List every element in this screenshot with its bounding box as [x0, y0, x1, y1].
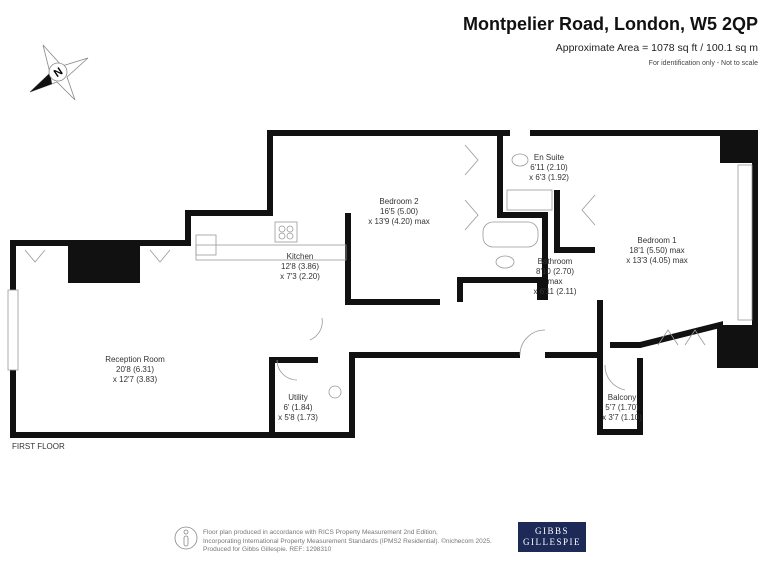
room-utility: Utility 6' (1.84) x 5'8 (1.73): [278, 393, 318, 423]
boiler-icon: [328, 385, 342, 399]
room-name: Bedroom 2: [379, 197, 419, 206]
room-name: Bathroom: [537, 257, 573, 266]
room-dimension: x 7'3 (2.20): [280, 272, 320, 281]
room-name: Kitchen: [286, 252, 314, 261]
room-name: Reception Room: [105, 355, 165, 364]
room-name: Balcony: [607, 393, 637, 402]
window: [737, 164, 753, 321]
room-dimension: 8'10 (2.70): [536, 267, 574, 276]
room-reception: Reception Room 20'8 (6.31) x 12'7 (3.83): [105, 355, 165, 385]
gibbs-gillespie-logo: GIBBS GILLESPIE: [518, 522, 586, 552]
footer-disclaimer: Floor plan produced in accordance with R…: [203, 529, 492, 555]
compass-icon: N: [29, 44, 89, 101]
logo-text: GIBBS: [534, 526, 569, 536]
room-dimension: max: [547, 277, 563, 286]
room-name: En Suite: [533, 153, 565, 162]
room-bedroom-1: Bedroom 1 18'1 (5.50) max x 13'3 (4.05) …: [626, 236, 688, 266]
room-dimension: x 12'7 (3.83): [112, 375, 158, 384]
room-dimension: x 6'11 (2.11): [533, 287, 577, 296]
room-bedroom-2: Bedroom 2 16'5 (5.00) x 13'9 (4.20) max: [368, 197, 430, 227]
logo-text: GILLESPIE: [523, 537, 581, 547]
room-dimension: x 6'3 (1.92): [529, 173, 569, 182]
room-dimension: 12'8 (3.86): [281, 262, 319, 271]
sink-icon: [195, 234, 217, 256]
scale-note: For identification only - Not to scale: [648, 60, 758, 67]
floor-label: FIRST FLOOR: [12, 442, 65, 451]
room-dimension: x 5'8 (1.73): [278, 413, 318, 422]
property-title: Montpelier Road, London, W5 2QP: [463, 14, 758, 34]
footer-line: Produced for Gibbs Gillespie. REF: 12983…: [203, 546, 332, 553]
room-dimension: x 13'9 (4.20) max: [368, 217, 430, 226]
room-dimension: x 13'3 (4.05) max: [626, 256, 688, 265]
room-dimension: x 3'7 (1.10): [602, 413, 642, 422]
room-dimension: 20'8 (6.31): [116, 365, 154, 374]
shower-icon: [506, 189, 553, 211]
window: [7, 289, 19, 371]
footer-line: Incorporating International Property Mea…: [203, 537, 492, 545]
room-dimension: 16'5 (5.00): [380, 207, 418, 216]
room-name: Utility: [288, 393, 308, 402]
room-dimension: 6'11 (2.10): [530, 163, 568, 172]
toilet-icon: [495, 255, 515, 269]
room-kitchen: Kitchen 12'8 (3.86) x 7'3 (2.20): [280, 252, 320, 282]
room-en-suite: En Suite 6'11 (2.10) x 6'3 (1.92): [529, 153, 569, 183]
room-dimension: 5'7 (1.70): [605, 403, 639, 412]
fixtures: [24, 144, 706, 399]
room-dimension: 18'1 (5.50) max: [629, 246, 685, 255]
bath-icon: [482, 221, 539, 248]
hob-icon: [274, 221, 298, 243]
room-name: Bedroom 1: [637, 236, 677, 245]
toilet-icon: [511, 153, 529, 167]
walls: [10, 130, 758, 438]
approximate-area: Approximate Area = 1078 sq ft / 100.1 sq…: [555, 42, 758, 54]
room-balcony: Balcony 5'7 (1.70) x 3'7 (1.10): [602, 393, 642, 423]
footer-line: Floor plan produced in accordance with R…: [203, 529, 438, 536]
room-bathroom: Bathroom 8'10 (2.70) max x 6'11 (2.11): [533, 257, 576, 297]
room-dimension: 6' (1.84): [283, 403, 313, 412]
